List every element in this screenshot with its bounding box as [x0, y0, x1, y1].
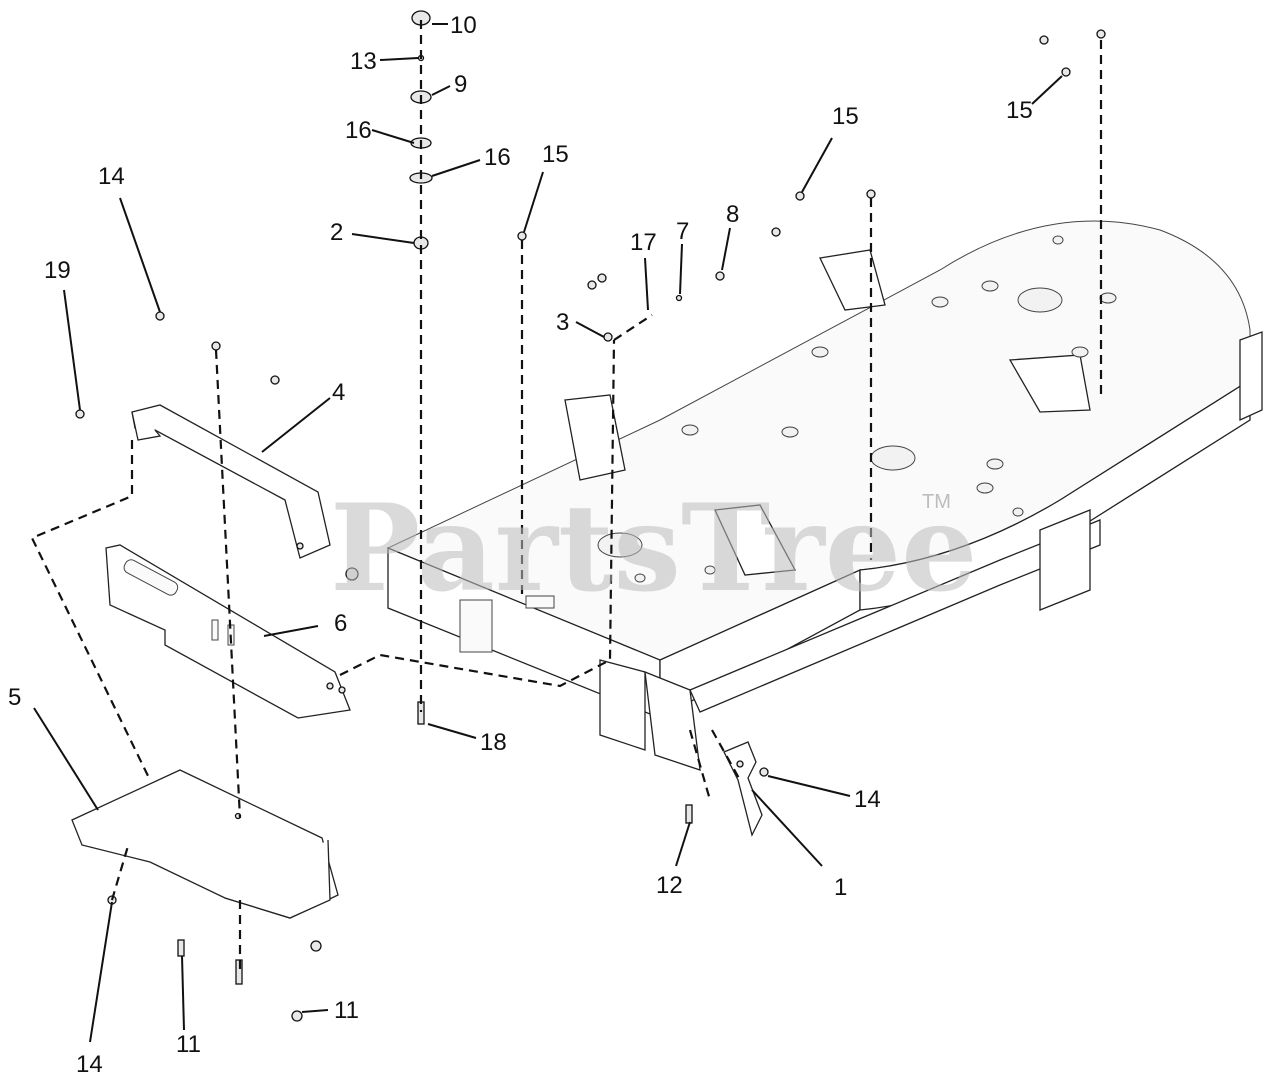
part-6-plate	[105, 544, 351, 719]
callout-13: 13	[350, 48, 377, 75]
callout-8: 8	[726, 201, 739, 228]
callout-2: 2	[330, 219, 343, 246]
callout-5: 5	[8, 684, 21, 711]
watermark-text: PartsTree	[330, 478, 977, 619]
callout-9: 9	[454, 71, 467, 98]
callout-6: 6	[334, 610, 347, 637]
callout-16-lower: 16	[484, 144, 511, 171]
callout-15-center: 15	[832, 103, 859, 130]
callout-19: 19	[44, 257, 71, 284]
callout-1: 1	[834, 874, 847, 901]
callout-14-top: 14	[98, 163, 125, 190]
callout-15-middle: 15	[542, 141, 569, 168]
part-1-hanger	[723, 741, 763, 837]
callout-3: 3	[556, 309, 569, 336]
assembly-lines	[30, 20, 1103, 975]
part-4-bracket	[131, 404, 331, 559]
callout-7: 7	[676, 218, 689, 245]
callout-4: 4	[332, 379, 345, 406]
leader-lines	[33, 23, 1063, 1043]
callout-16-upper: 16	[345, 117, 372, 144]
mower-deck	[386, 220, 1263, 771]
callout-14-bottom: 14	[76, 1051, 103, 1078]
callout-17: 17	[630, 229, 657, 256]
callout-11-right: 11	[334, 997, 359, 1024]
watermark: PartsTree TM	[330, 478, 977, 619]
callout-12: 12	[656, 872, 683, 899]
callout-10: 10	[450, 12, 477, 39]
watermark-trademark: TM	[922, 491, 951, 513]
callout-18: 18	[480, 729, 507, 756]
callouts: 10 13 9 16 16 2 14 19 4 6 5 14 11 11 18 …	[8, 12, 1033, 1078]
callout-14-right: 14	[854, 786, 881, 813]
callout-15-right: 15	[1006, 97, 1033, 124]
callout-11-left: 11	[176, 1031, 201, 1058]
part-5-chute	[71, 769, 339, 919]
